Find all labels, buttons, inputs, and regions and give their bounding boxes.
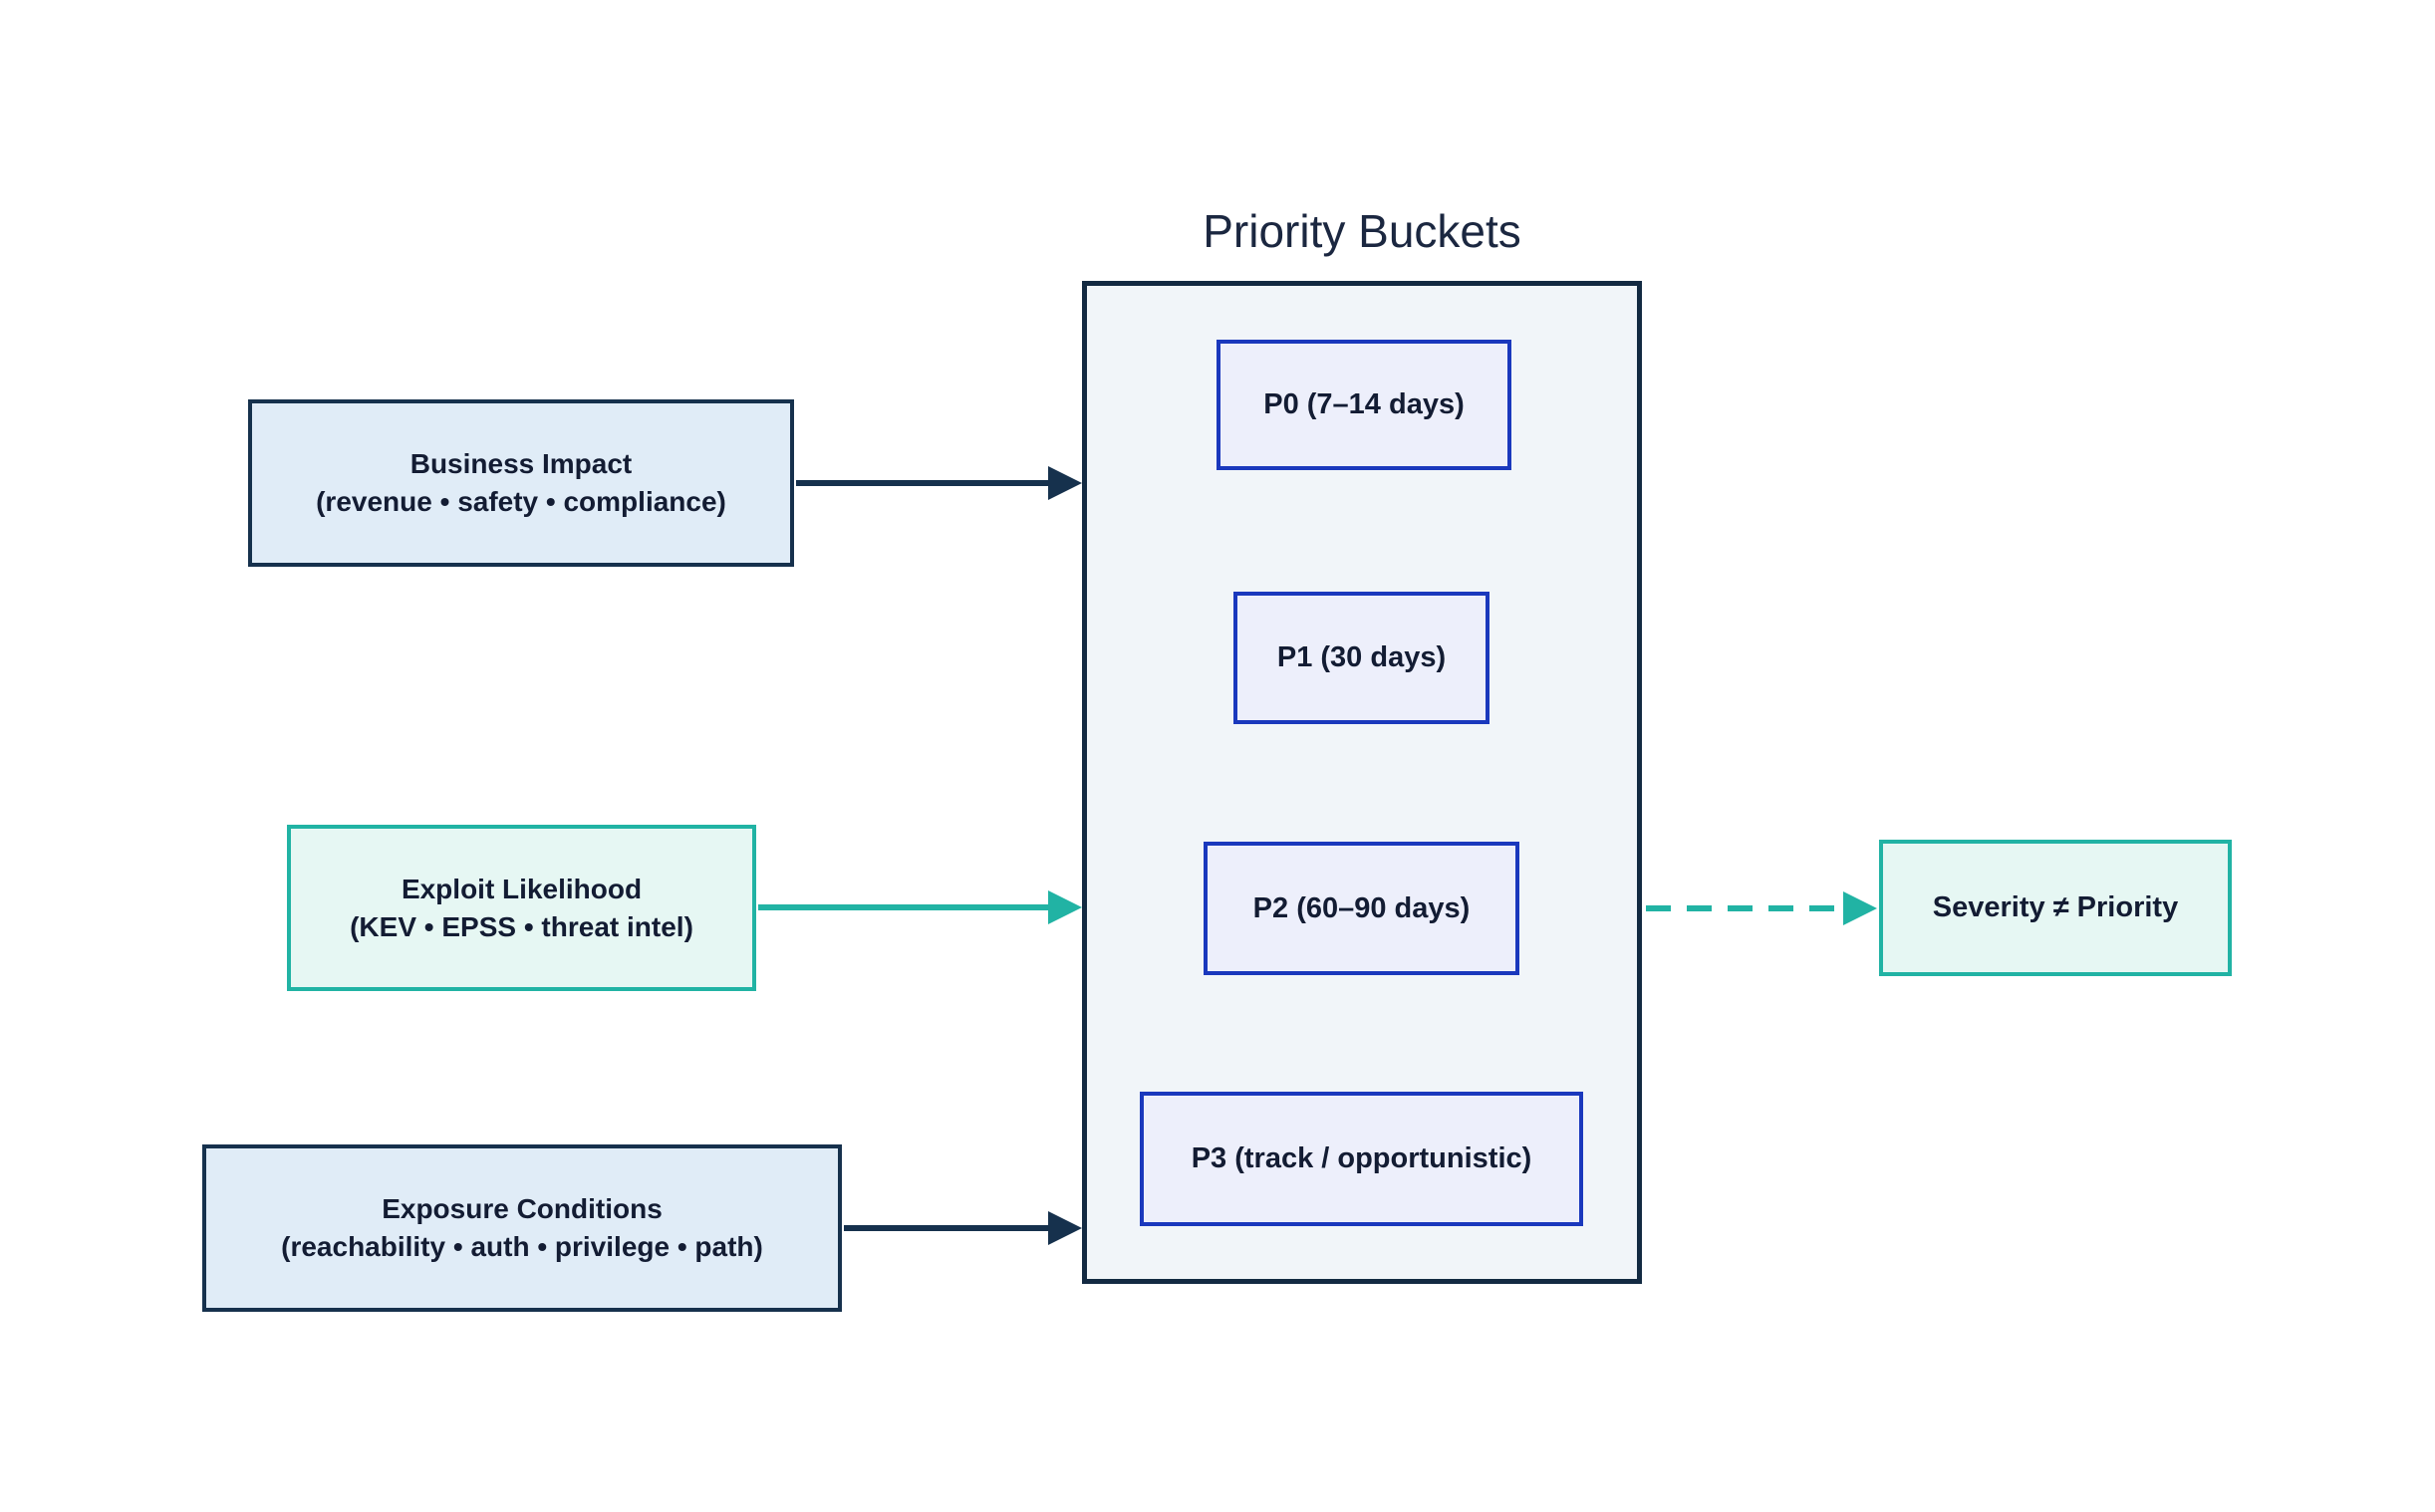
bucket-p1-label: P1 (30 days) xyxy=(1276,641,1447,673)
bucket-p0-label: P0 (7–14 days) xyxy=(1263,388,1465,420)
exploit-likelihood-box: Exploit Likelihood (KEV • EPSS • threat … xyxy=(287,825,756,991)
exposure-conditions-box: Exposure Conditions (reachability • auth… xyxy=(202,1144,842,1312)
bucket-p3-label: P3 (track / opportunistic) xyxy=(1191,1142,1532,1174)
exposure-conditions-sublabel: (reachability • auth • privilege • path) xyxy=(281,1231,763,1262)
business-impact-sublabel: (revenue • safety • compliance) xyxy=(316,486,726,517)
diagram-title: Priority Buckets xyxy=(1203,205,1521,257)
arrow-buckets-to-severity-note xyxy=(1646,891,1877,925)
bucket-p0-box: P0 (7–14 days) xyxy=(1217,340,1511,470)
business-impact-box: Business Impact (revenue • safety • comp… xyxy=(248,399,794,567)
exploit-likelihood-sublabel: (KEV • EPSS • threat intel) xyxy=(350,910,693,942)
severity-not-priority-label: Severity ≠ Priority xyxy=(1932,891,2179,923)
exploit-likelihood-label: Exploit Likelihood xyxy=(401,873,643,904)
bucket-p2-label: P2 (60–90 days) xyxy=(1252,891,1471,924)
bucket-p2-box: P2 (60–90 days) xyxy=(1204,842,1519,975)
bucket-p1-box: P1 (30 days) xyxy=(1233,592,1489,724)
arrow-exposure-conditions-to-buckets xyxy=(844,1211,1082,1245)
severity-not-priority-box: Severity ≠ Priority xyxy=(1879,840,2232,976)
bucket-p3-box: P3 (track / opportunistic) xyxy=(1140,1092,1583,1226)
arrow-business-impact-to-buckets xyxy=(796,466,1082,500)
exposure-conditions-label: Exposure Conditions xyxy=(382,1193,663,1224)
arrow-exploit-likelihood-to-buckets xyxy=(758,890,1082,924)
business-impact-label: Business Impact xyxy=(409,448,633,479)
